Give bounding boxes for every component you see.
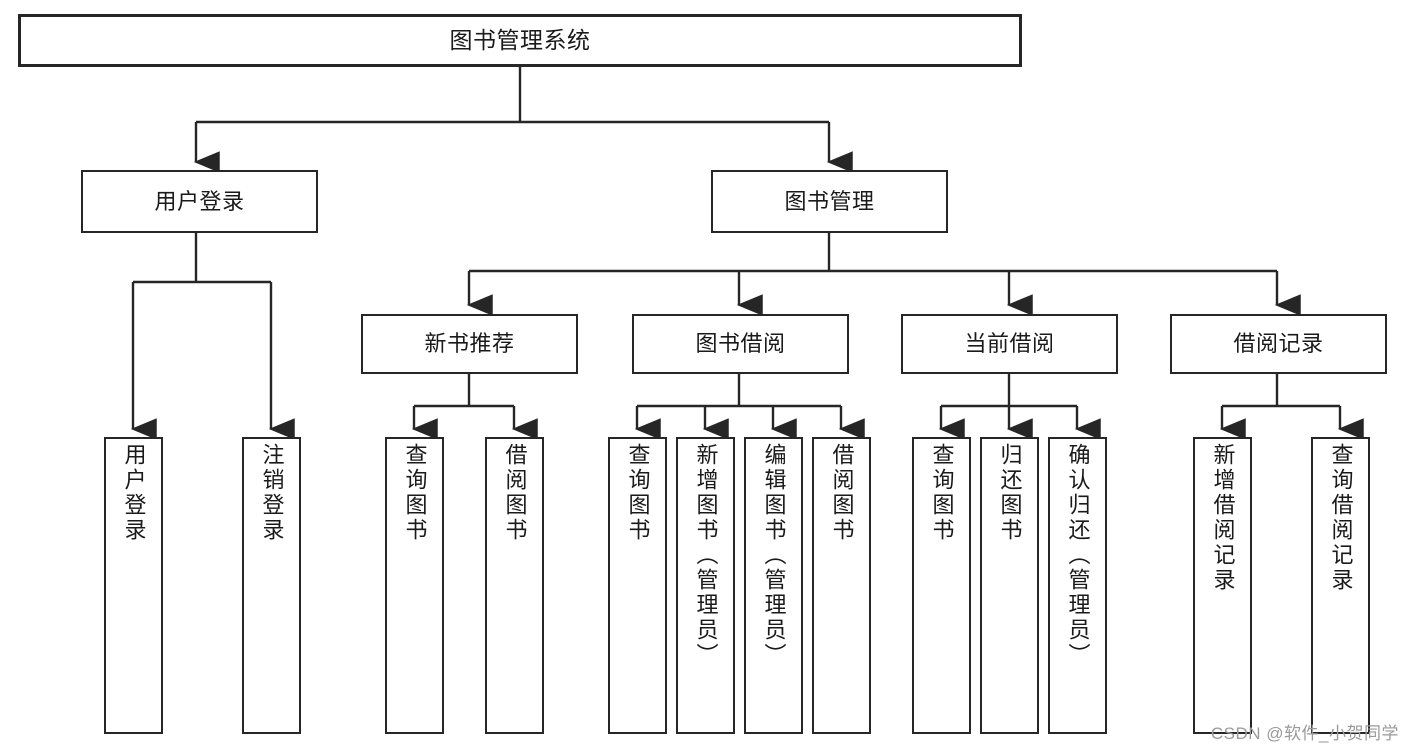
- node-label: 用户登录: [154, 188, 245, 214]
- node-root-book-management-system[interactable]: 图书管理系统: [18, 14, 1022, 67]
- csdn-watermark: CSDN @软件_小贺同学: [1210, 724, 1399, 743]
- leaf-current-borrow-confirm-return-admin[interactable]: 确认归还（管理员）: [1048, 437, 1107, 734]
- node-label: 确认归还（管理员）: [1065, 443, 1091, 668]
- node-borrow-record[interactable]: 借阅记录: [1170, 314, 1387, 374]
- node-label: 当前借阅: [964, 331, 1055, 357]
- node-label: 新增图书（管理员）: [693, 443, 719, 668]
- node-label: 新增借阅记录: [1210, 443, 1236, 593]
- leaf-current-borrow-return-books[interactable]: 归还图书: [980, 437, 1039, 734]
- node-label: 图书借阅: [695, 331, 786, 357]
- leaf-user-login-login[interactable]: 用户登录: [104, 437, 163, 734]
- node-label: 借阅图书: [829, 443, 855, 543]
- leaf-new-book-borrow-books[interactable]: 借阅图书: [485, 437, 544, 734]
- leaf-new-book-query-books[interactable]: 查询图书: [385, 437, 444, 734]
- node-label: 查询图书: [625, 443, 651, 543]
- node-label: 图书管理系统: [449, 26, 591, 53]
- node-label: 编辑图书（管理员）: [761, 443, 787, 668]
- leaf-book-borrow-query-books[interactable]: 查询图书: [608, 437, 667, 734]
- leaf-book-borrow-add-book-admin[interactable]: 新增图书（管理员）: [676, 437, 735, 734]
- node-label: 用户登录: [121, 443, 147, 543]
- leaf-book-borrow-borrow-books[interactable]: 借阅图书: [812, 437, 871, 734]
- node-new-book-recommend[interactable]: 新书推荐: [361, 314, 578, 374]
- node-label: 查询图书: [929, 443, 955, 543]
- node-label: 查询借阅记录: [1328, 443, 1354, 593]
- node-label: 借阅记录: [1233, 331, 1324, 357]
- node-label: 查询图书: [402, 443, 428, 543]
- node-user-login[interactable]: 用户登录: [81, 170, 318, 233]
- leaf-user-login-logout[interactable]: 注销登录: [242, 437, 301, 734]
- node-label: 归还图书: [997, 443, 1023, 543]
- node-book-borrow[interactable]: 图书借阅: [632, 314, 849, 374]
- leaf-current-borrow-query-books[interactable]: 查询图书: [912, 437, 971, 734]
- leaf-borrow-record-query-record[interactable]: 查询借阅记录: [1311, 437, 1370, 734]
- leaf-book-borrow-edit-book-admin[interactable]: 编辑图书（管理员）: [744, 437, 803, 734]
- node-label: 新书推荐: [424, 331, 515, 357]
- leaf-borrow-record-add-record[interactable]: 新增借阅记录: [1193, 437, 1252, 734]
- node-label: 注销登录: [259, 443, 285, 543]
- node-label: 图书管理: [784, 188, 875, 214]
- node-book-management[interactable]: 图书管理: [711, 170, 948, 233]
- node-label: 借阅图书: [502, 443, 528, 543]
- node-current-borrow[interactable]: 当前借阅: [901, 314, 1118, 374]
